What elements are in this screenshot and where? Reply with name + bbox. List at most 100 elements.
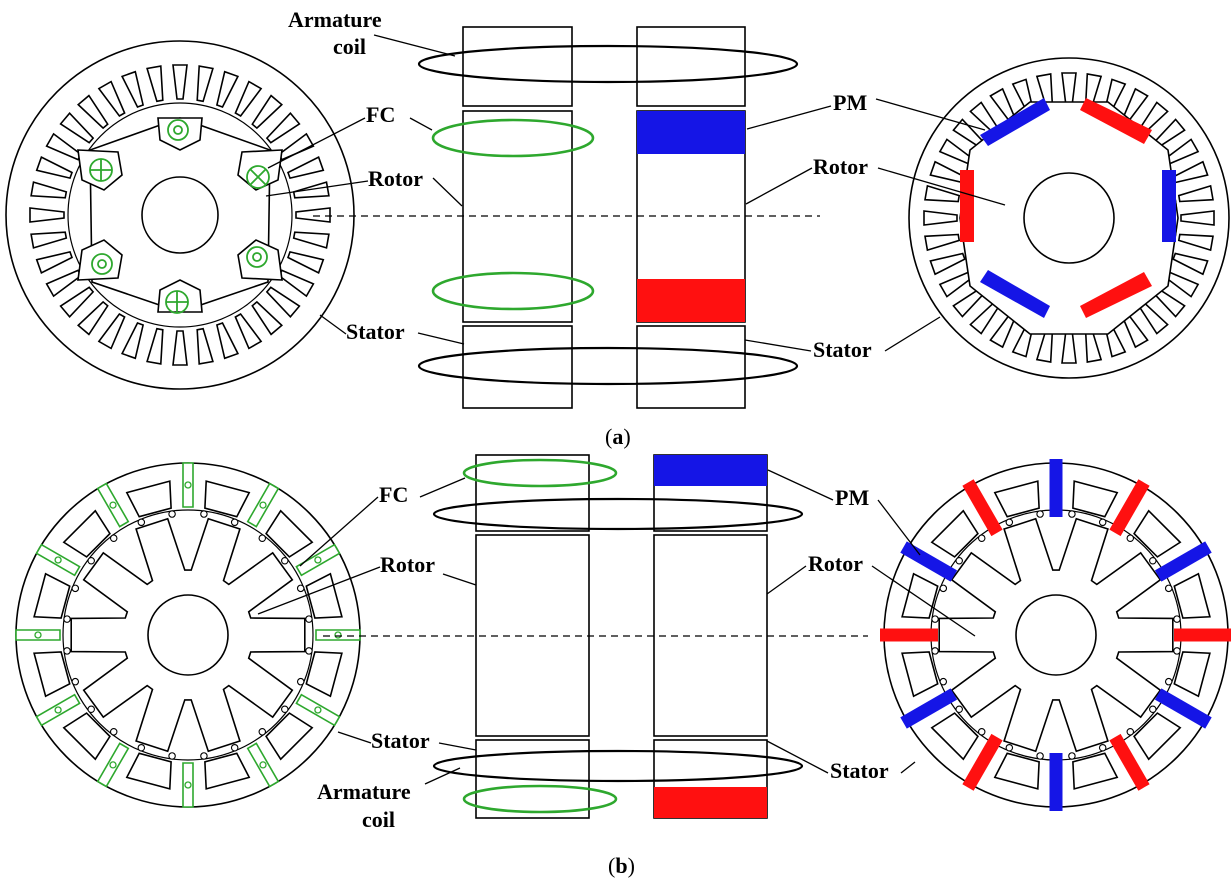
armature-conductor-icon — [1173, 647, 1181, 655]
leader-line — [417, 332, 465, 345]
armature-conductor-icon — [1149, 705, 1157, 714]
field-coil-slot — [246, 482, 280, 528]
stator-slot — [287, 250, 325, 275]
armature-conductor-icon — [63, 647, 71, 655]
leader-line — [900, 761, 916, 774]
pm-block-red — [654, 787, 767, 818]
field-coil-dot-icon — [314, 706, 322, 714]
pm-label: PM — [833, 90, 867, 115]
field-coil-dot-icon — [34, 631, 42, 639]
leader-line — [766, 740, 829, 774]
armature-conductor-icon — [1068, 510, 1076, 518]
stator-tooth — [993, 480, 1040, 518]
pm-spoke-red — [962, 733, 1003, 791]
stator-slot — [120, 70, 145, 108]
leader-line — [877, 499, 921, 556]
stator-slot — [1177, 233, 1214, 252]
stator-tooth — [1173, 651, 1211, 698]
axial-view-b — [323, 454, 868, 819]
pm-segment-blue — [1162, 170, 1176, 242]
armature-conductor-icon — [305, 615, 313, 623]
armature-conductor-icon — [977, 728, 986, 736]
stator-slot — [59, 111, 95, 144]
leader-line — [267, 117, 366, 169]
stator-slot — [251, 300, 284, 336]
armature-conductor-icon — [63, 615, 71, 623]
armature-conductor-icon — [71, 584, 80, 593]
armature-coil-label-line1: Armature — [317, 779, 411, 804]
shaft-circle — [147, 594, 229, 676]
leader-line — [746, 105, 832, 130]
pm-spoke-blue — [1049, 753, 1063, 811]
rotor-label: Rotor — [368, 166, 423, 191]
leader-line — [745, 167, 813, 205]
armature-conductor-icon — [1005, 518, 1014, 527]
stator-slot — [59, 286, 95, 319]
leader-line — [767, 469, 834, 501]
stator-block — [475, 454, 590, 532]
armature-conductor-icon — [200, 752, 208, 760]
stator-tooth — [204, 480, 251, 518]
stator-label: Stator — [813, 337, 872, 362]
field-coil-slots — [15, 462, 361, 808]
armature-conductor-icon — [230, 518, 239, 527]
stator-tooth — [62, 509, 111, 558]
field-coil-dot-icon — [334, 631, 342, 639]
stator-tooth — [930, 509, 979, 558]
stator-slot — [924, 233, 961, 252]
leader-line — [877, 167, 1006, 206]
field-coil-dot-icon — [54, 706, 62, 714]
stator-slot — [251, 94, 284, 130]
stator-label: Stator — [371, 728, 430, 753]
field-coil-dot-icon — [109, 761, 117, 769]
stator-inner-circle — [62, 509, 314, 761]
leader-line — [319, 314, 347, 335]
stator-slot — [1180, 210, 1215, 226]
leader-line — [442, 573, 477, 586]
stator-tooth — [33, 572, 71, 619]
stator-tooth — [1072, 752, 1119, 790]
leader-line — [871, 565, 976, 637]
stator-slot — [196, 65, 214, 103]
armature-conductor-icon — [1164, 584, 1173, 593]
armature-conductor-icon — [939, 584, 948, 593]
field-coil-slot — [96, 742, 130, 788]
armature-coil-ellipse — [432, 497, 804, 531]
stator-slot — [295, 207, 331, 223]
leader-line — [744, 339, 812, 352]
stator-label: Stator — [830, 758, 889, 783]
pm-spoke-blue — [900, 541, 958, 582]
pm-segment-red — [960, 170, 974, 242]
field-coil-ellipse — [462, 784, 618, 814]
field-coil-slot — [96, 482, 130, 528]
stator-slot — [97, 312, 126, 350]
pm-label: PM — [835, 485, 869, 510]
armature-conductor-icon — [230, 743, 239, 752]
pm-block-blue — [637, 111, 745, 154]
stator-tooth — [993, 752, 1040, 790]
armature-conductor-icons — [931, 510, 1181, 760]
labels-a: Armature coil FC Rotor Stator PM Rotor S… — [265, 7, 1006, 362]
stator-slot — [146, 65, 164, 103]
machine-a-left-cross-section — [5, 40, 355, 390]
pm-spoke-blue — [1154, 688, 1212, 729]
stator-block — [462, 325, 573, 409]
armature-conductor-icon — [258, 534, 267, 542]
stator-tooth — [62, 712, 111, 761]
armature-conductor-icon — [200, 510, 208, 518]
armature-conductor-icon — [1173, 615, 1181, 623]
field-coil-dot-icon — [91, 119, 268, 275]
armature-conductor-icon — [109, 728, 118, 736]
pm-spoke-blue — [900, 688, 958, 729]
field-coil-dot-icon — [314, 556, 322, 564]
pm-spoke-blue — [1049, 459, 1063, 517]
pm-spoke-red — [880, 628, 938, 642]
armature-conductor-icon — [1149, 556, 1157, 565]
stator-slots — [923, 72, 1215, 364]
stator-slot — [35, 155, 73, 180]
armature-conductor-icon — [1164, 677, 1173, 686]
pm-segment-red — [1080, 272, 1152, 318]
field-coil-dot-icon — [109, 501, 117, 509]
stator-slot — [292, 231, 330, 249]
stator-slot — [929, 252, 966, 276]
